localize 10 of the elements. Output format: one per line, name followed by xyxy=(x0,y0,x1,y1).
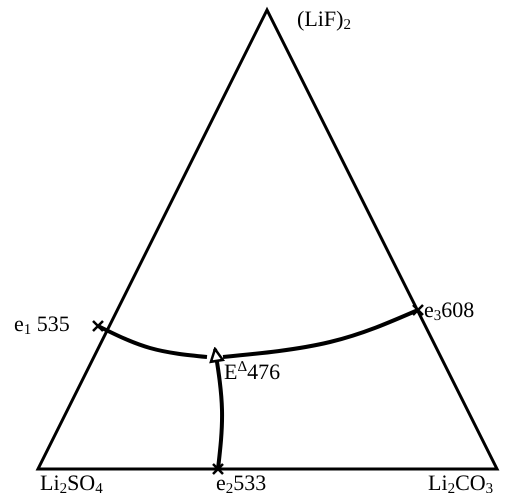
component-label: Li$_{2}$SO$_{4}$ xyxy=(40,473,103,492)
point-label: E$^{Δ}$476 xyxy=(224,362,280,381)
component-label: (LiF)$_{2}$ xyxy=(297,9,351,28)
phase-boundary-curve xyxy=(97,324,208,359)
point-label: e$_{3}$608 xyxy=(424,300,474,319)
phase-boundary-curve xyxy=(222,308,419,359)
component-label: Li$_{2}$CO$_{3}$ xyxy=(428,473,494,492)
point-label: e$_{1}$ 535 xyxy=(14,314,70,333)
phase-boundary-curve xyxy=(210,348,224,470)
point-label: e$_{2}$533 xyxy=(216,473,266,492)
